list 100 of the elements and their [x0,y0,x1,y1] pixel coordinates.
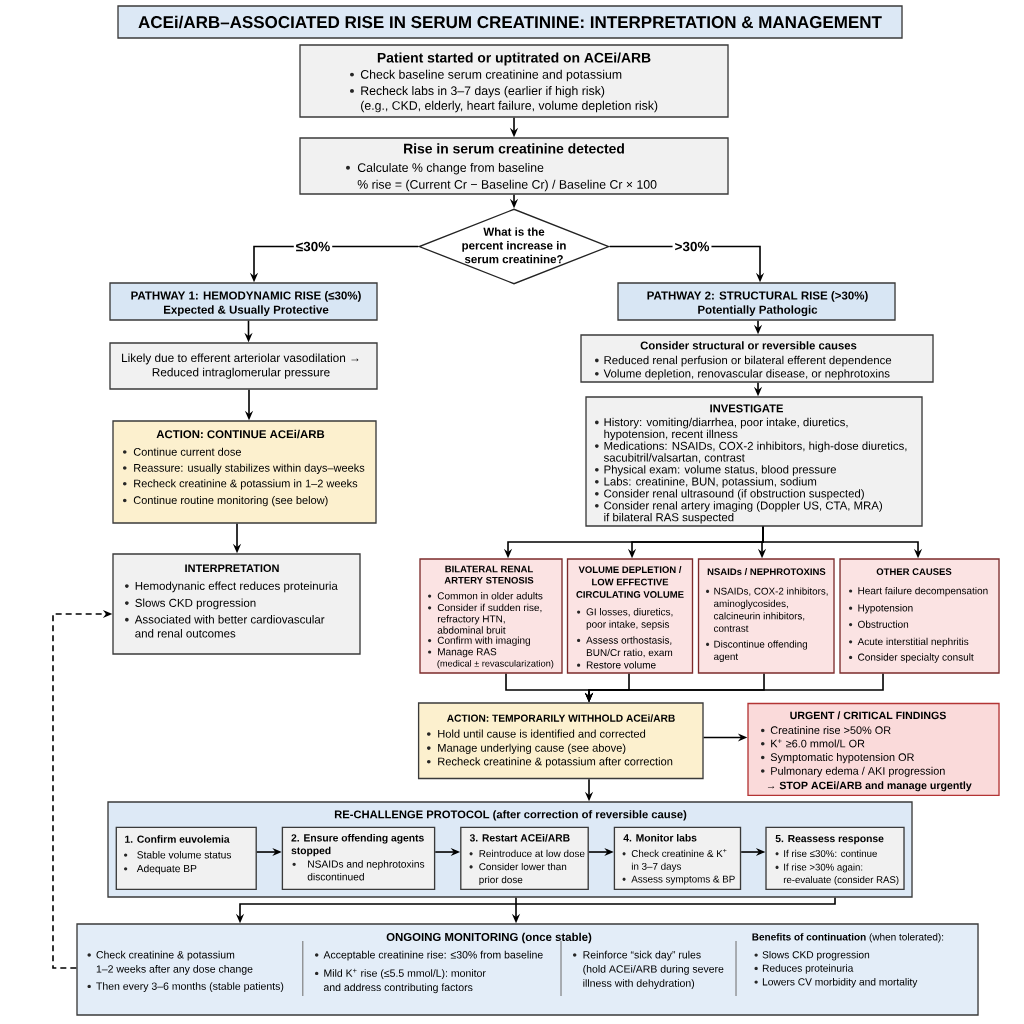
bullet-item: Calculate % change from baseline [357,162,544,175]
step-heading: 5. Reassess response [775,835,884,845]
bullet-item: Lowers CV morbidity and mortality [762,978,918,988]
box-heading: Patient started or uptitrated on ACEi/ARB [377,52,651,66]
alert-box [747,702,1000,796]
bullet-item: Consider specialty consult [858,653,974,663]
bullet-item: Heart failure decompensation [858,586,988,597]
box-heading: Potentially Pathologic [698,305,818,317]
step-box [281,826,436,890]
bullet-item: NSAIDs, COX-2 inhibitors, aminoglycosides, calcineurin inhibitors, contrast [714,587,828,632]
bullet-item: Symptomatic hypotension OR [770,753,914,764]
box-heading: URGENT / CRITICAL FINDINGS [790,711,946,720]
bullet-item: Pulmonary edema / AKI progression [771,766,945,777]
bullet-item: Recheck creatinine & potassium after correction [438,757,673,768]
process-box [109,342,378,390]
step-heading: 2. Ensure offending agents stopped [291,833,424,857]
bullet-item: Hemodynanic effect reduces proteinuria [135,581,338,593]
bullet-item: Physical exam: volume status, blood pressure [604,465,836,476]
box-heading: RE-CHALLENGE PROTOCOL (after correction of reversible cause) [334,810,687,821]
step-box [765,826,905,890]
bullet-item: Acceptable creatinine rise: ≤30% from baseline [323,950,543,961]
box-heading: ACTION: CONTINUE ACEi/ARB [156,429,325,439]
bullet-item: Slows CKD progression [762,950,870,961]
box-text: Likely due to efferent arteriolar vasodilation → Reduced intraglomerular pressure [122,353,359,379]
process-box [299,44,729,118]
bullet-item: Consider renal artery imaging (Doppler US, CTA, MRA) if bilateral RAS suspected [604,501,882,524]
box-heading: ONGOING MONITORING (once stable) [386,932,592,944]
bullet-item: Hypotension [858,604,913,614]
bullet-item: Associated with better cardiovascular and renal outcomes [134,615,325,638]
note-text: (medical ± revascularization) [437,659,554,669]
bullet-item: Consider renal ultrasound (if obstruction suspected) [604,489,864,500]
bullet-item: NSAIDs and nephrotoxins discontinued [307,860,425,881]
box-heading: BILATERAL RENAL ARTERY STENOSIS [444,565,534,584]
step-box [613,826,742,890]
bullet-item: Assess symptoms & BP [631,875,735,885]
bullet-item: GI losses, diuretics, poor intake, sepsis [586,608,673,630]
bullet-item: Medications: NSAIDs, COX-2 inhibitors, high-dose diuretics, sacubitril/valsartan, contrast [603,441,907,464]
bullet-item: Volume depletion, renovascular disease, or nephrotoxins [603,369,890,380]
bullet-item: Obstruction [858,620,909,628]
step-heading: 3. Restart ACEi/ARB [469,833,570,842]
column-heading: Benefits of continuation (when tolerated): [752,933,944,943]
box-heading: OTHER CAUSES [876,568,952,575]
bullet-item: Manage RAS [438,648,497,658]
box-heading: INVESTIGATE [710,404,783,413]
title-banner: ACEi/ARB–ASSOCIATED RISE IN SERUM CREATININE: INTERPRETATION & MANAGEMENT [117,5,903,39]
edge-label: >30% [675,241,710,252]
note-text: (e.g., CKD, elderly, heart failure, volume depletion risk) [361,100,658,113]
cause-box [839,558,1000,674]
bullet-item: Continue routine monitoring (see below) [133,496,328,507]
box-heading: ACTION: TEMPORARILY WITHHOLD ACEi/ARB [447,714,675,722]
action-box [417,702,704,780]
bullet-item: Manage underlying cause (see above) [438,743,626,754]
bullet-item: Assess orthostasis, BUN/Cr ratio, exam [586,636,673,658]
bullet-item: Restore volume [586,661,656,669]
bullet-item: Consider if sudden rise, refractory HTN, abdominal bruit [437,603,542,634]
action-text: → STOP ACEi/ARB and manage urgently [767,781,972,792]
bullet-item: Then every 3–6 months (stable patients) [96,982,284,992]
process-box [580,334,934,383]
edge-label: ≤30% [296,241,330,252]
bullet-item: Labs: creatinine, BUN, potassium, sodium [604,477,817,488]
bullet-item: Creatinine rise >50% OR [770,726,891,735]
step-box [460,826,589,890]
bullet-item: Recheck labs in 3–7 days (earlier if high risk) [361,86,605,98]
bullet-item: Reintroduce at low dose [479,849,585,858]
bullet-item: Slows CKD progression [135,598,256,610]
bullet-item: Common in older adults [437,592,543,600]
box-heading: INTERPRETATION [185,564,279,573]
bullet-item: Adequate BP [136,864,197,875]
bullet-item: Hold until cause is identified and corrected [438,729,646,738]
monitoring-panel [76,923,979,1016]
box-heading: VOLUME DEPLETION / LOW EFFECTIVE CIRCULATING VOLUME [576,566,684,598]
bullet-item: Reduced renal perfusion or bilateral efferent dependence [604,355,892,367]
bullet-item: K$^{+}$ ≥6.0 mmol/L OR [771,739,865,748]
bullet-item: Mild K$^{+}$ rise (≤5.5 mmol/L): monitor and address contributing factors [323,968,486,994]
bullet-item: Check creatinine & potassium 1–2 weeks after any dose change [96,950,253,975]
box-heading: PATHWAY 2: STRUCTURAL RISE (>30%) [647,291,868,302]
bullet-item: If rise >30% again: re-evaluate (consider RAS) [783,863,899,885]
bullet-item: Acute interstitial nephritis [857,637,969,648]
bullet-item: If rise ≤30%: continue [784,849,877,857]
bullet-item: Stable volume status [137,851,232,859]
process-box [112,553,361,655]
step-box [115,826,257,890]
box-heading: NSAIDs / NEPHROTOXINS [707,568,826,576]
bullet-item: Discontinue offending agent [714,640,807,662]
bullet-item: Check baseline serum creatinine and potassium [360,69,622,82]
step-heading: 1. Confirm euvolemia [125,835,230,843]
question-text: What is the percent increase in serum creatinine? [462,227,566,264]
box-heading: PATHWAY 1: HEMODYNAMIC RISE (≤30%) [131,291,361,302]
bullet-item: History: vomiting/diarrhea, poor intake, diuretics, hypotension, recent illness [604,417,848,441]
bullet-item: Reinforce “sick day” rules (hold ACEi/ARB during severe illness with dehydration) [583,950,724,989]
bullet-item: Reassure: usually stabilizes within days–weeks [134,463,365,474]
bullet-item: Recheck creatinine & potassium in 1–2 weeks [134,479,358,490]
bullet-item: Consider lower than prior dose [479,862,567,886]
process-box [585,396,923,527]
note-text: % rise = (Current Cr − Baseline Cr) / Baseline Cr × 100 [357,179,657,192]
bullet-item: Confirm with imaging [437,636,530,646]
box-heading: Expected & Usually Protective [164,305,329,317]
process-box [299,137,729,195]
action-box [112,420,377,524]
cause-box [419,558,563,674]
